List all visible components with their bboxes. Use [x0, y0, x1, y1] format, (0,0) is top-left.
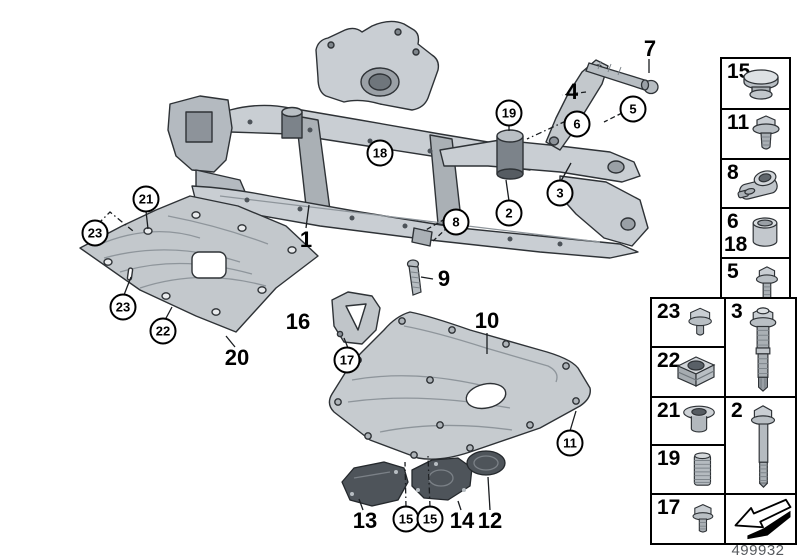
circled-callout-5: 5 [619, 95, 647, 123]
callout-20: 20 [224, 345, 250, 370]
legend-cell-11: 11 [720, 108, 791, 160]
circled-callout-23: 23 [81, 219, 109, 247]
legend-cell-22: 22 [650, 346, 726, 398]
legend-label: 11 [727, 111, 750, 134]
callout-10: 10 [474, 308, 500, 333]
legend-label: 3 [731, 300, 743, 323]
legend-label: 22 [657, 349, 681, 372]
cover-13-drawing [341, 461, 409, 507]
legend-cell-direction [724, 493, 797, 545]
legend-label: 19 [657, 447, 681, 470]
legend-cell-2: 2 [724, 396, 797, 495]
push-plug-icon [743, 68, 779, 100]
sleeve-bushing-icon [752, 217, 778, 247]
circled-callout-11: 11 [556, 429, 584, 457]
bolt-7-drawing [585, 60, 659, 95]
support-mount-icon [737, 169, 778, 200]
legend-cell-8: 8 [720, 158, 791, 209]
circled-callout-18: 18 [366, 139, 394, 167]
direction-arrow-icon [734, 498, 791, 540]
cover-12-drawing [466, 450, 506, 476]
hex-flange-bolt-icon [755, 265, 778, 301]
cover-14-drawing [411, 457, 473, 501]
callout-12: 12 [477, 508, 503, 533]
callout-9: 9 [437, 266, 451, 291]
callout-7: 7 [643, 36, 657, 61]
circled-callout-15: 15 [392, 505, 420, 533]
legend-cell-21: 21 [650, 396, 726, 446]
legend-label-secondary: 18 [724, 233, 748, 256]
circled-callout-15: 15 [416, 505, 444, 533]
bracket-16-drawing [331, 291, 381, 345]
blind-rivet-nut-icon [683, 405, 715, 433]
circled-callout-8: 8 [442, 208, 470, 236]
diagram-part-number: 499932 [731, 542, 785, 559]
anchor-bolt-icon [749, 306, 776, 392]
long-hex-bolt-icon [750, 404, 775, 488]
callout-4: 4 [565, 79, 579, 104]
flange-screw-icon [688, 307, 712, 336]
circled-callout-19: 19 [495, 99, 523, 127]
legend-label: 17 [657, 496, 681, 519]
flange-bolt-icon [752, 115, 780, 150]
callout-16: 16 [285, 309, 311, 334]
legend-cell-19: 19 [650, 444, 726, 495]
threaded-stud-icon [693, 451, 712, 486]
circled-callout-21: 21 [132, 185, 160, 213]
callout-14: 14 [449, 508, 475, 533]
subframe-drawing [167, 20, 649, 259]
legend-cell-17: 17 [650, 493, 726, 545]
cage-nut-icon [676, 356, 716, 387]
circled-callout-22: 22 [149, 317, 177, 345]
legend-cell-3: 3 [724, 297, 797, 398]
circled-callout-2: 2 [495, 199, 523, 227]
callout-1: 1 [299, 227, 313, 252]
legend-grid-a: 23 3 [650, 297, 797, 398]
circled-callout-23: 23 [109, 293, 137, 321]
legend-column-table: 15 11 8 [720, 57, 791, 310]
guard-plate-20-drawing [79, 195, 319, 333]
circled-callout-3: 3 [546, 179, 574, 207]
legend-cell-6-18: 6 18 [720, 207, 791, 259]
legend-grid-b: 21 2 [650, 396, 797, 545]
short-bolt-icon [692, 504, 714, 533]
legend-label: 23 [657, 300, 681, 323]
circled-callout-17: 17 [333, 346, 361, 374]
legend-cell-15: 15 [720, 57, 791, 110]
legend-label: 5 [727, 260, 739, 283]
callout-13: 13 [352, 508, 378, 533]
legend-cell-23: 23 [650, 297, 726, 348]
legend-label: 2 [731, 399, 743, 422]
legend-label: 6 [727, 210, 739, 233]
legend-label: 21 [657, 399, 681, 422]
bolt-9-drawing [406, 259, 422, 296]
leader-lines [97, 59, 650, 511]
legend-label: 8 [727, 161, 739, 184]
circled-callout-6: 6 [563, 110, 591, 138]
